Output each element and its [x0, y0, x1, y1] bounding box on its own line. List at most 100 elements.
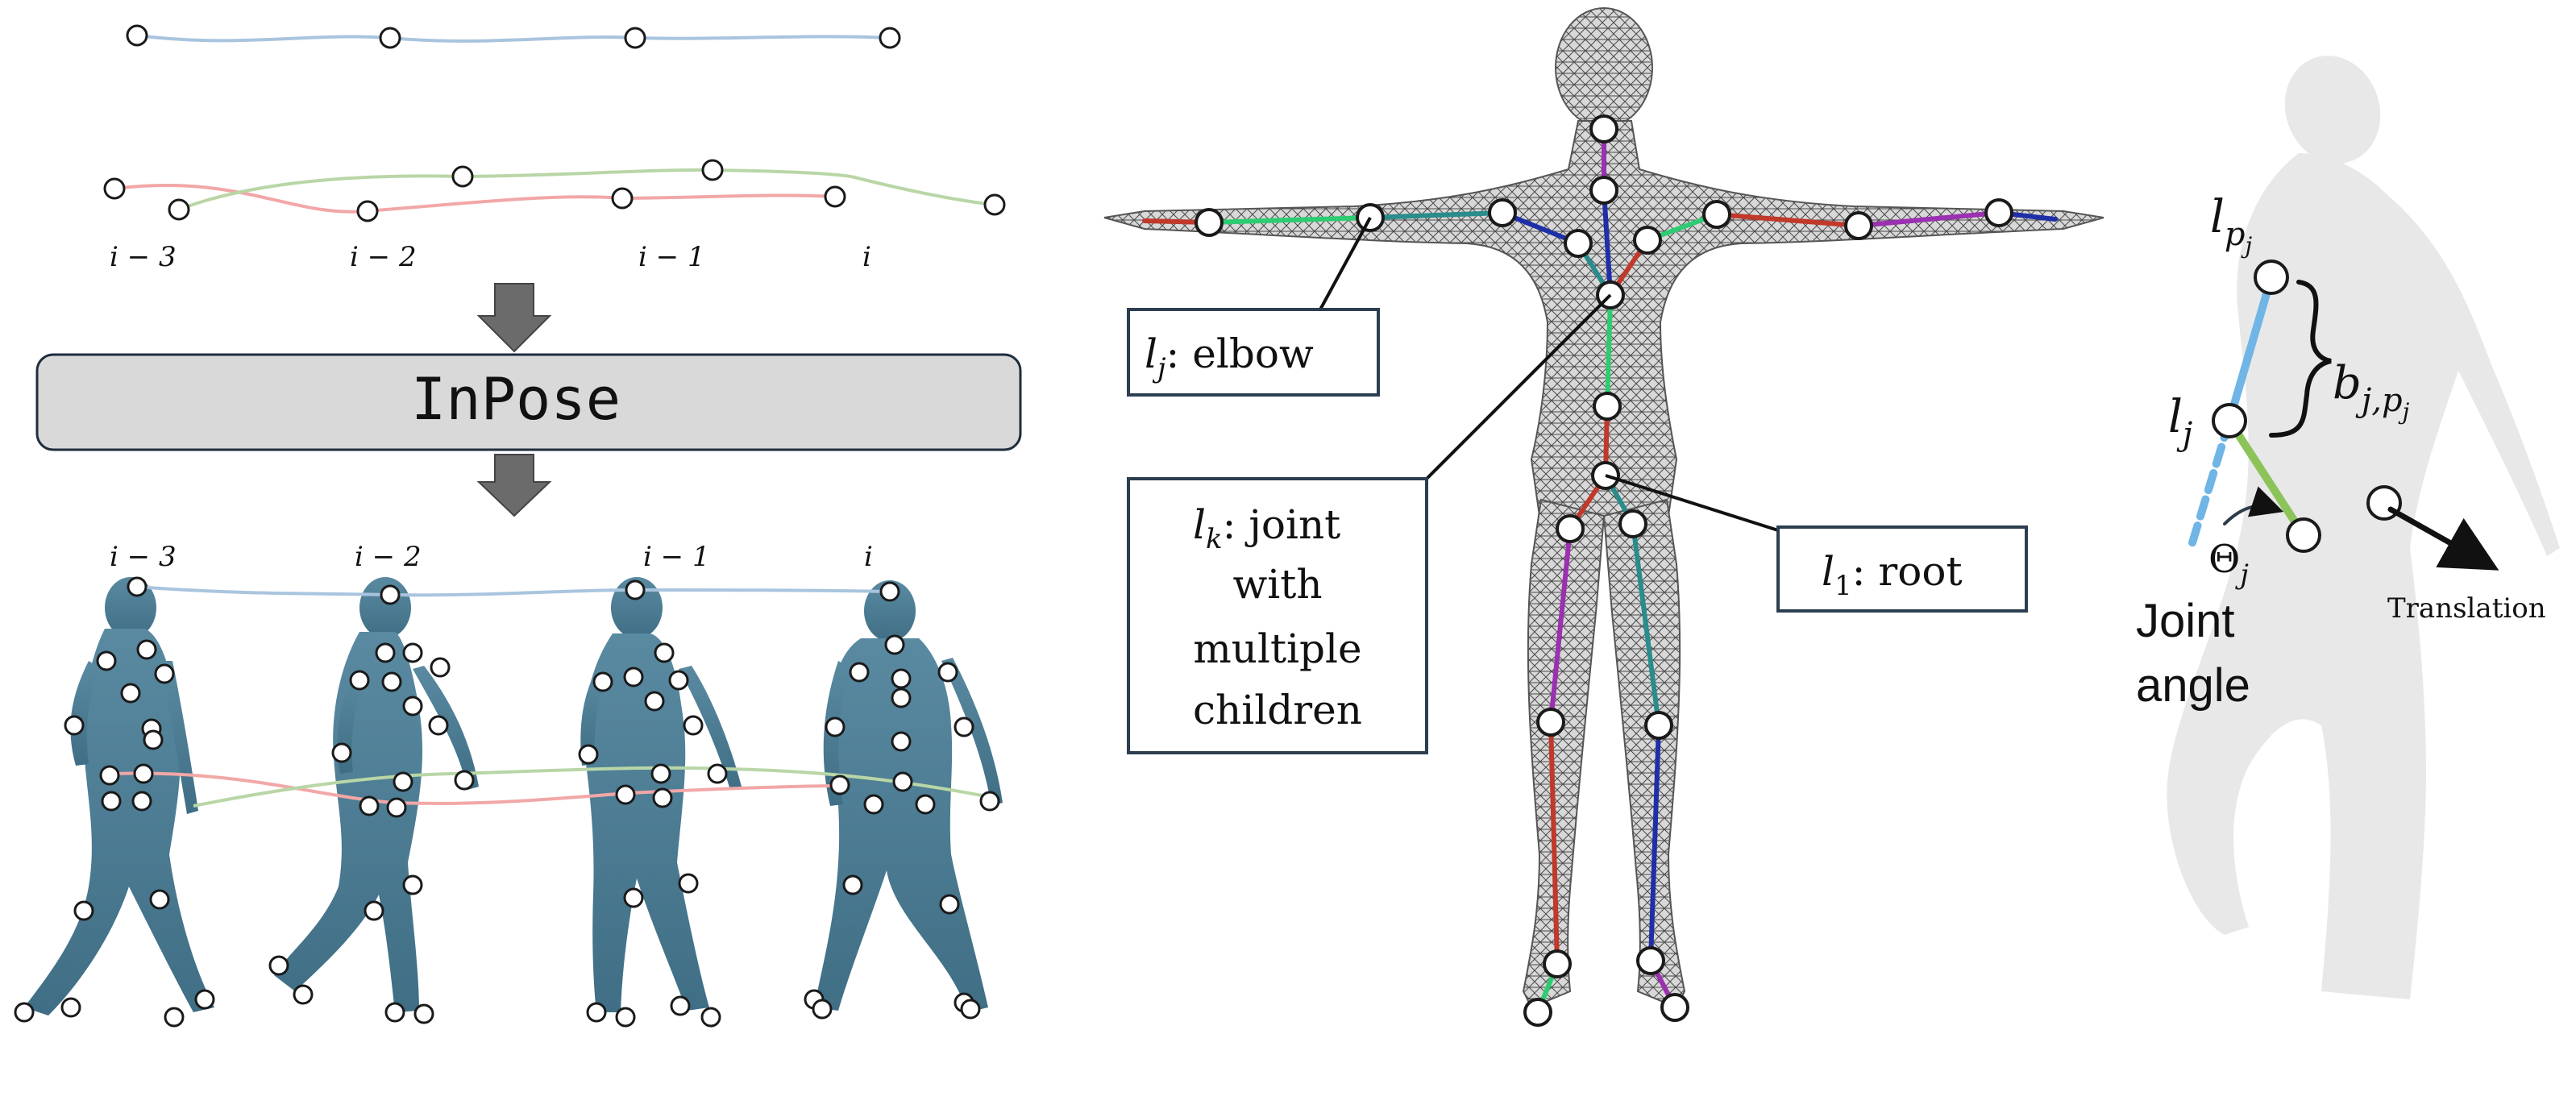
track-red: [114, 185, 835, 212]
joint: [826, 718, 844, 736]
keypoint: [380, 28, 400, 48]
keypoint: [127, 26, 147, 45]
joint: [625, 668, 642, 686]
label-joint-angle-symbol: Θ: [2208, 537, 2240, 582]
keypoint: [613, 189, 632, 208]
joint: [1591, 177, 1617, 203]
label-subscript: j,p: [2355, 382, 2403, 419]
joint: [892, 689, 910, 707]
joint: [962, 1000, 979, 1018]
frame-label: i − 3: [110, 241, 177, 273]
keypoint: [703, 160, 722, 180]
joint: [1638, 948, 1664, 974]
keypoint: [625, 28, 645, 48]
joint: [886, 636, 904, 654]
right-panel: lpj lj bj,pj Θj Joint angle Translation: [2136, 42, 2560, 999]
down-arrow-icon: [479, 284, 550, 351]
label-current-joint: l: [2168, 391, 2183, 443]
joint: [892, 733, 910, 750]
callout-text: with: [1232, 561, 1322, 608]
callout-variable: l: [1145, 330, 1157, 377]
joint: [102, 792, 120, 810]
frame-labels-bottom: i − 3 i − 2 i − 1 i: [110, 541, 873, 573]
frame-label: i − 1: [643, 541, 710, 573]
joint: [386, 1003, 404, 1021]
joint: [1490, 200, 1515, 226]
joint: [394, 773, 412, 791]
callout-subscript: k: [1206, 523, 1223, 555]
label-subscript: p: [2225, 216, 2246, 253]
callout-subscript: 1: [1834, 570, 1852, 602]
keypoint: [985, 195, 1004, 214]
joint-current: [2213, 405, 2246, 437]
frame-label: i − 2: [355, 541, 422, 573]
keypoint: [880, 28, 900, 48]
joint-child: [2287, 519, 2320, 551]
joint: [144, 731, 162, 749]
joint: [684, 716, 702, 734]
joint: [655, 644, 673, 662]
joint: [431, 658, 449, 676]
joint: [135, 765, 152, 783]
translation-label: Translation: [2387, 592, 2546, 625]
joint: [844, 876, 862, 894]
human-figure: [814, 580, 1003, 1012]
callout-multi-child-joint: lk: joint with multiple children: [1128, 479, 1427, 753]
joint: [850, 663, 868, 681]
joint: [1662, 995, 1688, 1020]
human-figure: [274, 577, 479, 1012]
joint: [365, 902, 383, 920]
joint: [580, 746, 597, 763]
track-blue: [137, 587, 890, 595]
frame-label: i: [862, 241, 871, 273]
joint: [894, 773, 912, 791]
joint: [165, 1008, 183, 1026]
joint: [404, 697, 422, 715]
callout-elbow: lj: elbow: [1128, 309, 1378, 395]
joint: [981, 792, 999, 810]
joint: [65, 716, 83, 734]
keypoint: [453, 167, 472, 186]
joint-parent: [2255, 261, 2287, 293]
joint: [455, 771, 473, 789]
joint: [1620, 511, 1646, 537]
joint: [1538, 709, 1564, 735]
joint: [1846, 213, 1872, 239]
joint: [196, 991, 214, 1008]
joint-angle-label: angle: [2136, 659, 2250, 712]
joint: [156, 665, 173, 683]
callout-text: : root: [1852, 548, 1963, 595]
joint: [101, 766, 118, 784]
joint: [939, 663, 957, 681]
joint: [594, 673, 612, 691]
joint: [892, 670, 910, 687]
joint-angle-label: Joint: [2136, 595, 2235, 647]
track-green: [179, 170, 995, 210]
joint: [708, 765, 726, 783]
joint: [1591, 116, 1617, 142]
joint: [383, 673, 401, 691]
joint: [654, 789, 671, 807]
frame-labels-top: i − 3 i − 2 i − 1 i: [110, 241, 871, 273]
joint: [702, 1008, 720, 1026]
keypoint: [358, 201, 377, 221]
frame-label: i − 2: [350, 241, 417, 273]
joint: [1635, 227, 1660, 253]
joint: [1525, 999, 1551, 1025]
label-bone: b: [2333, 357, 2362, 409]
callout-text: : joint: [1223, 501, 1341, 548]
joint: [625, 889, 642, 907]
joint: [831, 776, 849, 794]
joint: [1557, 516, 1583, 542]
joint: [376, 644, 394, 662]
joint: [351, 671, 368, 689]
joint: [588, 1003, 605, 1021]
callout-text: children: [1193, 687, 1362, 733]
joint: [333, 744, 351, 762]
svg-text:lpj: lpj: [2210, 191, 2253, 259]
svg-text:lj: lj: [2168, 391, 2192, 453]
joint: [881, 583, 899, 600]
joint: [381, 586, 399, 604]
joint: [404, 876, 422, 894]
joint: [813, 1000, 831, 1018]
